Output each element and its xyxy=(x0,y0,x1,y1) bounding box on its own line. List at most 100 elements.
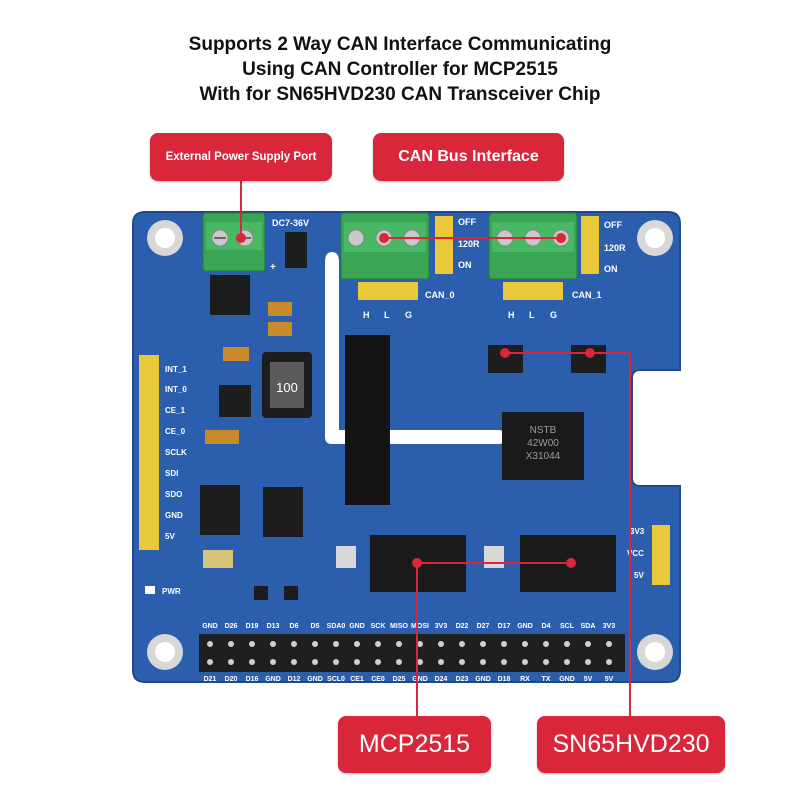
inductor-label: 100 xyxy=(276,380,298,395)
can1-label: CAN_1 xyxy=(572,290,602,300)
gpio-bottom-label: GND xyxy=(412,676,428,683)
gpio-bottom-label: D20 xyxy=(225,676,238,683)
gpio-header-40pin[interactable] xyxy=(199,634,625,672)
gpio-bottom-label: D23 xyxy=(456,676,469,683)
gpio-bottom-label: GND xyxy=(475,676,491,683)
gpio-top-label: D6 xyxy=(290,623,299,630)
large-black-component xyxy=(345,335,390,505)
r120-label-can1: 120R xyxy=(604,243,626,253)
isolator-chip xyxy=(502,412,584,480)
left-pin-labels: INT_1 INT_0 CE_1 CE_0 SCLK SDI SDO GND 5… xyxy=(165,365,187,541)
inductor-top xyxy=(270,362,304,408)
gpio-bottom-label: D24 xyxy=(435,676,448,683)
can0-label: CAN_0 xyxy=(425,290,455,300)
gpio-top-label: SDA0 xyxy=(327,623,346,630)
ic-chip-small xyxy=(263,487,303,537)
gpio-top-label: D4 xyxy=(542,623,551,630)
headline-line-3: With for SN65HVD230 CAN Transceiver Chip xyxy=(199,84,601,105)
power-terminal-block xyxy=(202,212,266,272)
can1-hlg-header[interactable] xyxy=(503,282,563,300)
gpio-top-label: D27 xyxy=(477,623,490,630)
gpio-top-label: D13 xyxy=(267,623,280,630)
gpio-top-label: SDA xyxy=(581,623,596,630)
gpio-bottom-label: 5V xyxy=(605,676,614,683)
gpio-top-label: GND xyxy=(202,623,218,630)
fuse xyxy=(203,550,233,568)
gpio-bottom-label: D16 xyxy=(246,676,259,683)
gpio-top-label: SCL xyxy=(560,623,575,630)
plus-label: + xyxy=(270,262,276,273)
chip-text-line3: X31044 xyxy=(526,451,561,462)
can0-hlg-header[interactable] xyxy=(358,282,418,300)
diode xyxy=(285,232,307,268)
gpio-bottom-labels: D21 D20 D16 GND D12 GND SCL0 CE1 CE0 D25… xyxy=(204,676,614,683)
mounting-holes xyxy=(147,220,673,670)
callout-dots xyxy=(236,233,595,568)
gpio-top-label: 3V3 xyxy=(435,623,448,630)
transistor xyxy=(254,586,268,600)
gpio-top-label: GND xyxy=(517,623,533,630)
tantalum-capacitor xyxy=(268,322,292,336)
tantalum-capacitor xyxy=(223,347,249,361)
pwr-led xyxy=(145,586,155,594)
gpio-top-label: D5 xyxy=(311,623,320,630)
transistor xyxy=(284,586,298,600)
left-pin-label: GND xyxy=(165,511,183,520)
voltage-select-jumper[interactable] xyxy=(652,525,670,585)
mcp2515-callout: MCP2515 xyxy=(338,716,491,773)
callout-leader-lines xyxy=(240,181,631,716)
gpio-top-label: MISO xyxy=(390,623,408,630)
can1-terminal-block xyxy=(488,212,578,280)
gpio-bottom-label: D21 xyxy=(204,676,217,683)
vcc-label: VCC xyxy=(627,549,644,558)
left-pin-label: CE_0 xyxy=(165,427,186,436)
can0-l-label: L xyxy=(384,310,390,320)
sn65hvd230-callout: SN65HVD230 xyxy=(537,716,725,773)
power-port-callout: External Power Supply Port xyxy=(150,133,332,181)
gpio-bottom-label: TX xyxy=(542,676,551,683)
can1-l-label: L xyxy=(529,310,535,320)
can1-h-label: H xyxy=(508,310,515,320)
tantalum-capacitor xyxy=(268,302,292,316)
left-pin-label: CE_1 xyxy=(165,406,186,415)
gpio-bottom-label: GND xyxy=(265,676,281,683)
pwr-label: PWR xyxy=(162,587,181,596)
gpio-bottom-label: SCL0 xyxy=(327,676,345,683)
chip-text-line2: 42W00 xyxy=(527,438,559,449)
off-label-can0: OFF xyxy=(458,217,476,227)
off-label-can1: OFF xyxy=(604,220,622,230)
gpio-pins xyxy=(207,641,612,665)
gpio-top-label: D22 xyxy=(456,623,469,630)
left-pin-label: INT_1 xyxy=(165,365,187,374)
left-pin-label: INT_0 xyxy=(165,385,187,394)
left-pin-label: SCLK xyxy=(165,448,187,457)
gpio-bottom-label: GND xyxy=(307,676,323,683)
gpio-bottom-label: RX xyxy=(520,676,530,683)
tantalum-capacitor xyxy=(205,430,239,444)
ic-chip-small xyxy=(200,485,240,535)
on-label-can0: ON xyxy=(458,260,472,270)
gpio-bottom-label: D25 xyxy=(393,676,406,683)
jumper-120r-can0[interactable] xyxy=(435,216,453,274)
left-pin-header[interactable] xyxy=(139,355,159,550)
gpio-bottom-label: D12 xyxy=(288,676,301,683)
can0-terminal-block xyxy=(340,212,430,280)
can-bus-callout: CAN Bus Interface xyxy=(373,133,564,181)
gpio-top-labels: GND D26 D19 D13 D6 D5 SDA0 GND SCK MISO … xyxy=(202,623,615,630)
chip-text-line1: NSTB xyxy=(530,425,557,436)
dc-label: DC7-36V xyxy=(272,218,309,228)
on-label-can1: ON xyxy=(604,264,618,274)
can0-g-label: G xyxy=(405,310,412,320)
buck-chip xyxy=(219,385,251,417)
gpio-top-label: SCK xyxy=(371,623,386,630)
gpio-top-label: GND xyxy=(349,623,365,630)
left-pin-label: 5V xyxy=(165,532,175,541)
gpio-bottom-label: CE1 xyxy=(350,676,364,683)
gpio-top-label: D19 xyxy=(246,623,259,630)
left-pin-label: SDI xyxy=(165,469,178,478)
headline: Supports 2 Way CAN Interface Communicati… xyxy=(0,32,800,107)
jumper-120r-can1[interactable] xyxy=(581,216,599,274)
gpio-top-label: D26 xyxy=(225,623,238,630)
headline-line-1: Supports 2 Way CAN Interface Communicati… xyxy=(188,34,612,55)
